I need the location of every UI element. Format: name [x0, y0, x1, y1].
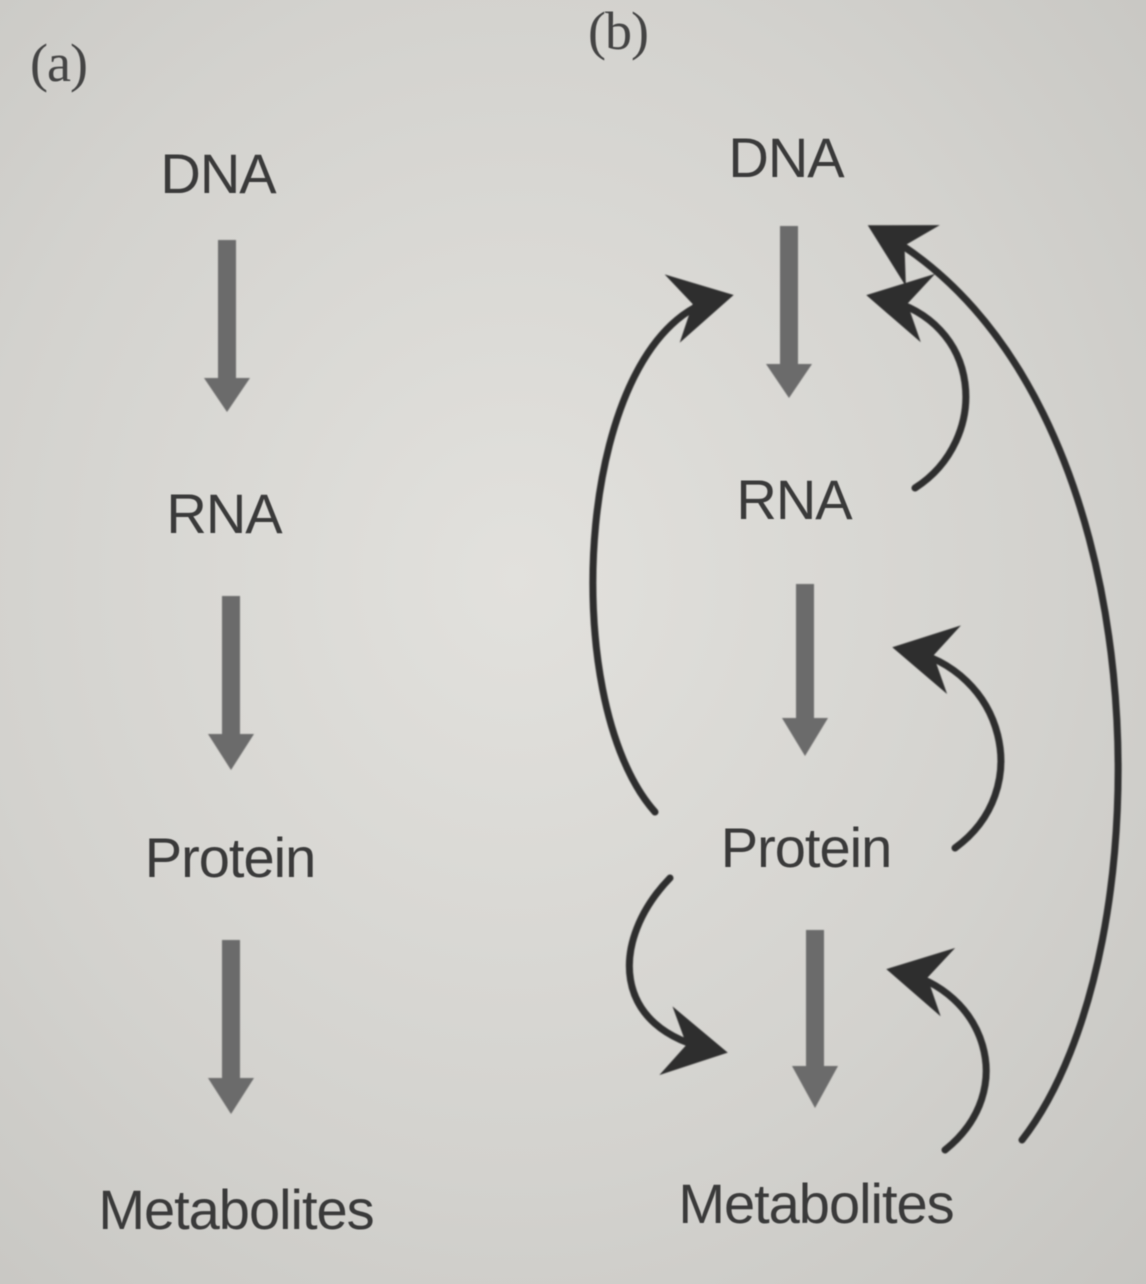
- feedback-arrow-protein-to-rna: [892, 625, 1005, 852]
- panel-a-flow-arrow-rna-protein: [208, 596, 254, 770]
- panel-a-node-metabolites: Metabolites: [98, 1178, 374, 1241]
- feedback-arrow-protein-to-flow: [625, 874, 728, 1076]
- panel-a-label: (a): [30, 33, 88, 93]
- panel-a-flow-arrow-dna-rna: [204, 240, 250, 412]
- panel-a-node-dna: DNA: [160, 142, 276, 205]
- panel-a-node-rna: RNA: [166, 482, 282, 545]
- panel-b-flow-arrow-dna-rna: [766, 226, 812, 398]
- panel-b-node-dna: DNA: [728, 126, 844, 189]
- panel-b-node-protein: Protein: [720, 816, 892, 879]
- panel-a-flow-arrow-protein-metabolites: [208, 940, 254, 1114]
- feedback-arrow-metabolites-to-dna: [867, 225, 1122, 1144]
- feedback-arrow-rna-to-dna: [866, 273, 970, 492]
- panel-b-label: (b): [588, 1, 649, 61]
- panel-b-flow-arrow-protein-metabolites: [792, 930, 838, 1108]
- panel-b-node-rna: RNA: [736, 468, 852, 531]
- panel-b-node-metabolites: Metabolites: [678, 1172, 954, 1235]
- panel-a-node-protein: Protein: [144, 826, 316, 889]
- feedback-arrow-protein-to-dna: [589, 274, 734, 816]
- feedback-arrow-metabolites-to-protein: [886, 947, 990, 1154]
- panel-b-flow-arrow-rna-protein: [782, 584, 828, 756]
